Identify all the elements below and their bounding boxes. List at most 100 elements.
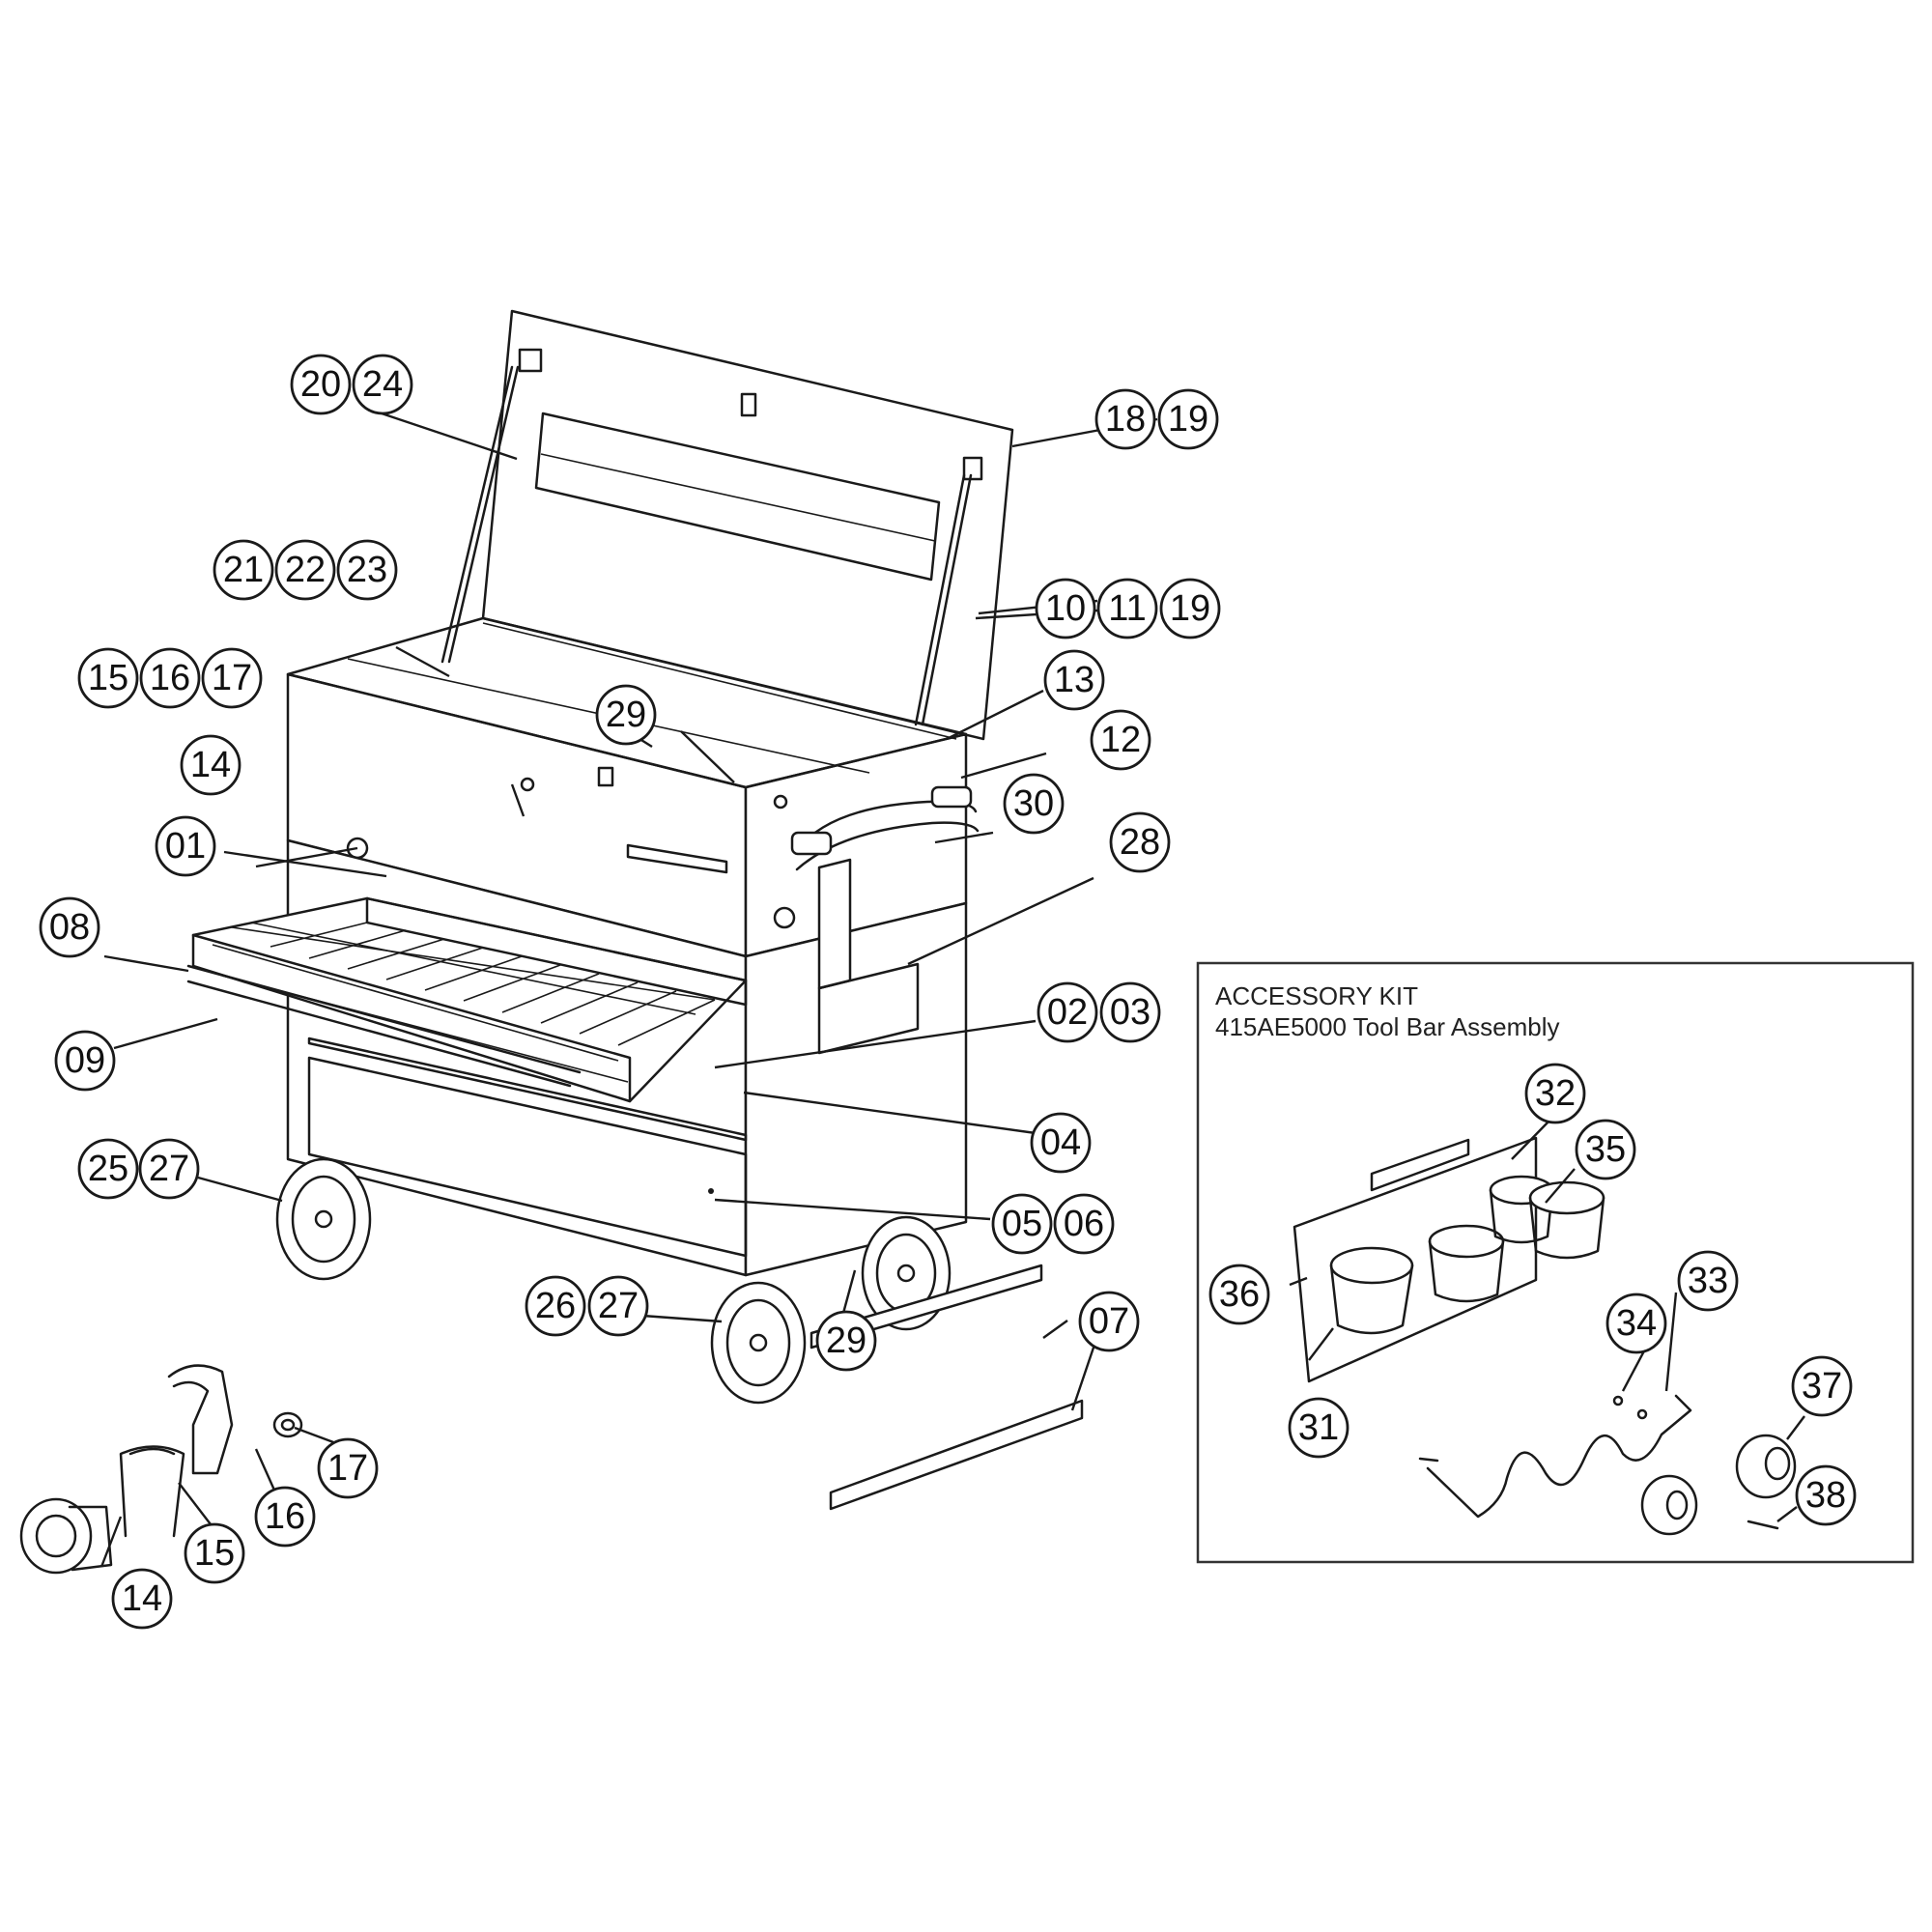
tool-bar-assembly <box>1293 1136 1605 1383</box>
svg-text:23: 23 <box>347 550 387 590</box>
svg-text:29: 29 <box>606 695 646 735</box>
svg-text:37: 37 <box>1802 1366 1842 1406</box>
svg-text:24: 24 <box>362 364 403 405</box>
callout-31: 31 <box>1288 1397 1350 1459</box>
callout-18: 18 <box>1094 388 1156 450</box>
svg-text:02: 02 <box>1047 992 1088 1033</box>
callout-34: 34 <box>1605 1293 1667 1354</box>
lid <box>481 309 1014 741</box>
svg-text:31: 31 <box>1298 1407 1339 1448</box>
svg-text:06: 06 <box>1064 1204 1104 1244</box>
end-cap-pin <box>1747 1520 1779 1530</box>
callout-19: 19 <box>1157 388 1219 450</box>
brand-emblem <box>626 843 728 874</box>
callout-11: 11 <box>1096 578 1158 639</box>
gas-strut-right <box>921 473 973 726</box>
callout-21: 21 <box>213 539 274 601</box>
callout-15: 15 <box>77 647 139 709</box>
accessory-kit-title: ACCESSORY KIT <box>1215 981 1418 1010</box>
callout-02: 02 <box>1037 981 1098 1043</box>
svg-text:15: 15 <box>88 658 128 698</box>
side-power-strip <box>817 858 852 990</box>
svg-text:32: 32 <box>1535 1073 1576 1114</box>
drawer-rail <box>186 964 582 1074</box>
svg-text:27: 27 <box>149 1149 189 1189</box>
svg-text:28: 28 <box>1120 822 1160 863</box>
svg-text:33: 33 <box>1688 1261 1728 1301</box>
holder-cup-2 <box>1428 1224 1505 1303</box>
callout-12: 12 <box>1090 709 1151 771</box>
callout-07: 07 <box>1078 1291 1140 1352</box>
end-cap-left <box>1640 1474 1698 1536</box>
lock-bar <box>167 1364 234 1475</box>
callout-16b: 16 <box>254 1486 316 1548</box>
lock-cam <box>272 1411 303 1438</box>
tool-bar-plate <box>1293 1136 1538 1383</box>
callout-03: 03 <box>1099 981 1161 1043</box>
callout-25: 25 <box>77 1138 139 1200</box>
gas-strut-left <box>447 365 520 664</box>
callout-17: 17 <box>201 647 263 709</box>
svg-text:19: 19 <box>1168 399 1208 440</box>
svg-text:04: 04 <box>1040 1122 1081 1163</box>
svg-text:18: 18 <box>1105 399 1146 440</box>
svg-text:34: 34 <box>1616 1303 1657 1344</box>
svg-text:07: 07 <box>1089 1301 1129 1342</box>
callout-10: 10 <box>1035 578 1096 639</box>
callout-14b: 14 <box>111 1568 173 1630</box>
svg-text:16: 16 <box>265 1496 305 1537</box>
callout-05: 05 <box>991 1193 1053 1255</box>
leader-lines <box>99 412 1805 1568</box>
svg-text:19: 19 <box>1170 588 1210 629</box>
svg-text:12: 12 <box>1100 720 1141 760</box>
callout-37: 37 <box>1791 1355 1853 1417</box>
svg-text:30: 30 <box>1013 783 1054 824</box>
callout-30: 30 <box>1003 773 1065 835</box>
svg-text:38: 38 <box>1805 1475 1846 1516</box>
accessory-kit-box <box>1196 961 1915 1564</box>
svg-text:22: 22 <box>285 550 326 590</box>
callout-29a: 29 <box>595 684 657 746</box>
svg-text:16: 16 <box>150 658 190 698</box>
svg-text:17: 17 <box>327 1448 368 1489</box>
callout-23: 23 <box>336 539 398 601</box>
callout-17b: 17 <box>317 1437 379 1499</box>
svg-text:27: 27 <box>598 1286 639 1326</box>
callout-01: 01 <box>155 815 216 877</box>
callout-15b: 15 <box>184 1522 245 1584</box>
caster-front-right <box>710 1281 807 1405</box>
callout-19b: 19 <box>1159 578 1221 639</box>
callout-13: 13 <box>1043 649 1105 711</box>
callout-22: 22 <box>274 539 336 601</box>
holder-cup-1 <box>1329 1246 1414 1335</box>
lock-cylinder <box>19 1497 113 1575</box>
holder-cup-4 <box>1528 1180 1605 1260</box>
svg-text:01: 01 <box>165 826 206 867</box>
svg-text:13: 13 <box>1054 660 1094 700</box>
svg-text:03: 03 <box>1110 992 1151 1033</box>
lock-clip <box>119 1445 185 1538</box>
svg-text:05: 05 <box>1002 1204 1042 1244</box>
callout-28: 28 <box>1109 811 1171 873</box>
lid-inner-panel <box>534 412 941 582</box>
svg-text:36: 36 <box>1219 1274 1260 1315</box>
svg-text:25: 25 <box>88 1149 128 1189</box>
callout-16: 16 <box>139 647 201 709</box>
svg-text:17: 17 <box>212 658 252 698</box>
callout-08: 08 <box>39 896 100 958</box>
callout-33: 33 <box>1677 1250 1739 1312</box>
callout-29b: 29 <box>815 1310 877 1372</box>
svg-text:20: 20 <box>300 364 341 405</box>
callout-27a: 27 <box>138 1138 200 1200</box>
svg-text:21: 21 <box>223 550 264 590</box>
svg-text:15: 15 <box>194 1533 235 1574</box>
lock-parts-exploded <box>19 1364 303 1575</box>
accessory-kit-subtitle: 415AE5000 Tool Bar Assembly <box>1215 1012 1560 1041</box>
svg-text:08: 08 <box>49 907 90 948</box>
svg-text:11: 11 <box>1108 588 1146 629</box>
drawer-middle <box>307 1037 748 1142</box>
callout-06: 06 <box>1053 1193 1115 1255</box>
callout-36: 36 <box>1208 1264 1270 1325</box>
callout-26: 26 <box>525 1275 586 1337</box>
